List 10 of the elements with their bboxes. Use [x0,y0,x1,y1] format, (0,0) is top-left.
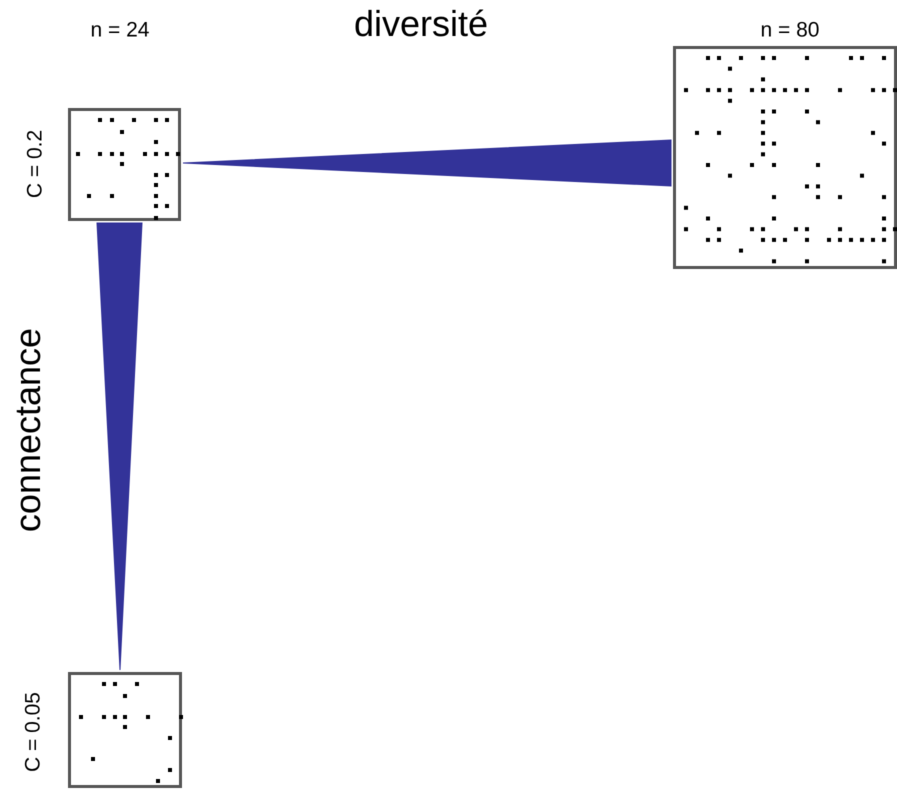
axis-label: connectance [10,328,46,532]
wedge-arrow [96,222,143,670]
size-label: C = 0.05 [22,692,44,772]
matrix-box [68,672,182,788]
size-label: n = 80 [760,20,820,40]
size-label: n = 24 [90,20,150,40]
size-label: C = 0.2 [24,130,46,198]
matrix-box [68,108,181,221]
wedge-arrow [182,139,672,187]
title: diversité [354,6,488,42]
